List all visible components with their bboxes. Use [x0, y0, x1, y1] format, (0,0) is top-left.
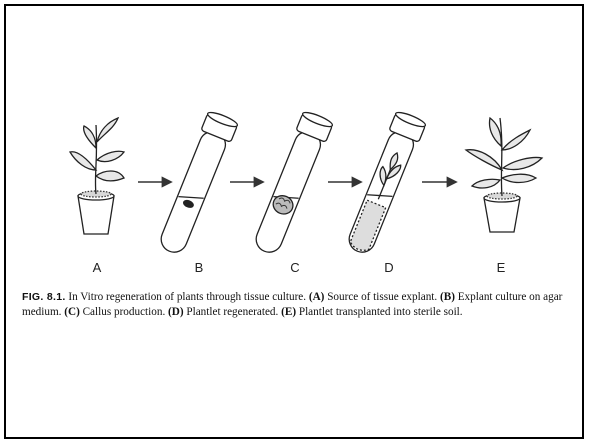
tube-plantlet [342, 110, 426, 257]
caption-key-b: (B) [440, 291, 455, 303]
caption-text-e: Plantlet transplanted into sterile soil. [296, 306, 463, 318]
caption-key-d: (D) [168, 306, 184, 318]
stage-label-e: E [486, 260, 516, 275]
caption-text-d: Plantlet regenerated. [184, 306, 282, 318]
transplanted-plant-pot [466, 118, 542, 232]
tube-callus [249, 110, 333, 257]
stage-label-d: D [374, 260, 404, 275]
source-plant-pot [70, 118, 124, 234]
caption-intro: In Vitro regeneration of plants through … [66, 291, 309, 303]
stage-label-a: A [82, 260, 112, 275]
caption-text-a: Source of tissue explant. [324, 291, 440, 303]
stage-label-b: B [184, 260, 214, 275]
caption-key-a: (A) [309, 291, 325, 303]
caption-key-e: (E) [281, 306, 296, 318]
figure-number: FIG. 8.1. [22, 291, 66, 303]
caption-key-c: (C) [64, 306, 80, 318]
figure-caption: FIG. 8.1. In Vitro regeneration of plant… [22, 290, 582, 320]
tube-explant [154, 110, 238, 257]
caption-text-c: Callus production. [80, 306, 168, 318]
stage-label-c: C [280, 260, 310, 275]
